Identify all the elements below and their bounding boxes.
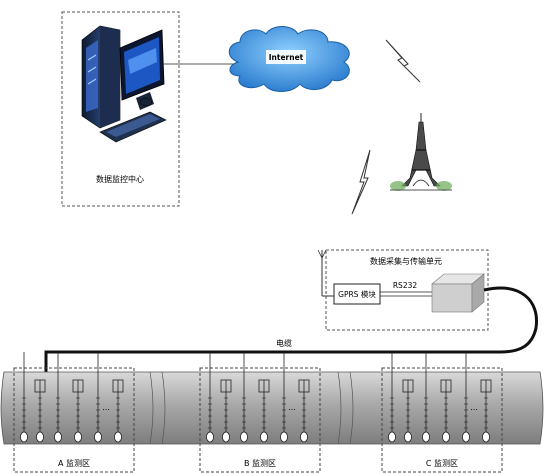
- zone-label: A 监测区: [58, 458, 90, 468]
- sensor-icon: [74, 431, 82, 443]
- zones-layer: ... A 监测区... B 监测区... C 监测区: [13, 352, 503, 473]
- sensor-icon: [206, 431, 214, 443]
- keyboard-icon: [99, 111, 167, 143]
- monitor-zone: ... B 监测区: [199, 352, 321, 473]
- internet-label: Internet: [269, 53, 304, 62]
- data-logger-box-icon: [431, 273, 485, 313]
- gprs-module-box: [333, 283, 381, 305]
- sensor-icon: [442, 431, 450, 443]
- sensor-icon: [260, 431, 268, 443]
- computer-tower-icon: [81, 25, 121, 129]
- sensor-icon: [482, 431, 490, 443]
- antenna-icon: [317, 249, 334, 297]
- main-cable: [44, 286, 538, 372]
- cable-label: 电缆: [276, 338, 292, 348]
- gprs-module-label: GPRS 模块: [338, 289, 376, 299]
- lightning-bolt-icon: [385, 39, 421, 83]
- sensor-icon: [20, 431, 28, 443]
- monitor-zone: ... C 监测区: [381, 352, 503, 473]
- sensor-icon: [404, 431, 412, 443]
- monitor-center-label: 数据监控中心: [96, 174, 144, 184]
- collect-unit-panel: 数据采集与传输单元 GPRS 模块 RS232: [317, 249, 489, 331]
- mouse-icon: [139, 98, 153, 106]
- monitor-center-panel: 数据监控中心: [61, 11, 180, 207]
- sensor-icon: [114, 431, 122, 443]
- lightning-bolt-icon: [351, 149, 371, 215]
- sensor-icon: [300, 431, 308, 443]
- sensor-icon: [94, 431, 102, 443]
- sensor-icon: [54, 431, 62, 443]
- sensor-icon: [388, 431, 396, 443]
- zone-label: B 监测区: [244, 458, 276, 468]
- rs232-label: RS232: [393, 281, 418, 290]
- sensor-icon: [462, 431, 470, 443]
- zone-label: C 监测区: [426, 458, 458, 468]
- sensor-icon: [422, 431, 430, 443]
- sensor-icon: [240, 431, 248, 443]
- pipe: [0, 371, 544, 445]
- eiffel-tower-icon: [390, 113, 452, 191]
- sensor-icon: [280, 431, 288, 443]
- zone-ellipsis: ...: [288, 403, 296, 412]
- monitor-icon: [119, 29, 165, 110]
- zone-ellipsis: ...: [102, 403, 110, 412]
- sensor-icon: [222, 431, 230, 443]
- collect-unit-label: 数据采集与传输单元: [370, 256, 442, 266]
- cloud-icon: Internet: [228, 26, 350, 92]
- zone-ellipsis: ...: [470, 403, 478, 412]
- monitor-zone: ... A 监测区: [13, 352, 135, 473]
- sensor-icon: [36, 431, 44, 443]
